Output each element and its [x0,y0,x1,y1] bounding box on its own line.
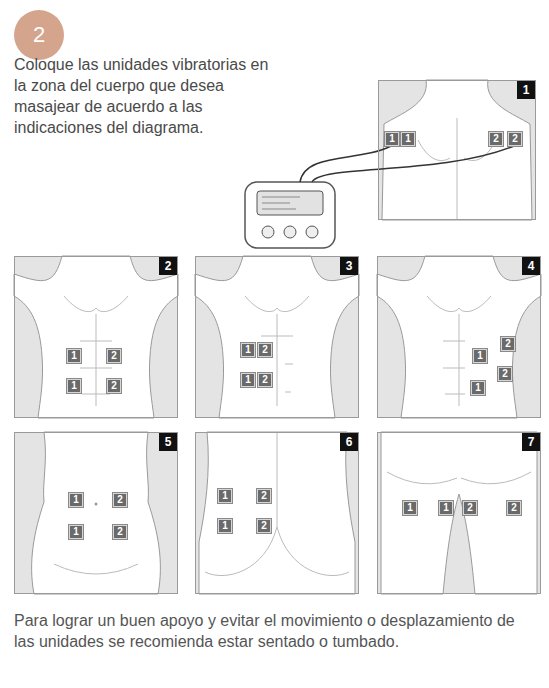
pad-number: 1 [71,350,77,361]
pad-number: 1 [389,133,395,144]
electrode-pad: 2 [258,373,272,387]
pad-number: 2 [505,338,511,349]
diagram-panel: 5 1 2 1 2 [14,432,178,594]
pad-number: 2 [262,374,268,385]
panel-number: 7 [522,433,540,451]
electrode-pad: 1 [473,349,487,363]
diagram-panel: 6 1 2 1 2 [195,432,359,594]
pad-number: 2 [467,502,473,513]
pad-number: 1 [73,494,79,505]
electrode-pad: 1 [218,519,232,533]
pad-number: 2 [262,344,268,355]
pad-number: 2 [502,368,508,379]
pad-number: 1 [245,374,251,385]
pad-number: 2 [117,494,123,505]
pad-number: 1 [222,490,228,501]
panel-number: 1 [517,81,535,99]
diagram-panel: 7 1 1 2 2 [377,432,541,594]
electrode-pad: 1 [385,132,399,146]
pad-number: 1 [71,380,77,391]
pad-number: 1 [405,133,411,144]
electrode-pad: 2 [507,501,521,515]
electrode-pad: 1 [403,501,417,515]
pad-number: 1 [73,526,79,537]
electrode-pad: 1 [241,343,255,357]
instruction-text: Coloque las unidades vibratorias en la z… [14,54,269,138]
electrode-pad: 2 [501,337,515,351]
electrode-pad: 1 [218,489,232,503]
pad-number: 2 [111,350,117,361]
panel-number: 4 [522,257,540,275]
pad-number: 2 [493,133,499,144]
step-number-text: 2 [14,10,64,60]
pad-number: 2 [117,526,123,537]
electrode-pad: 1 [67,349,81,363]
electrode-pad: 2 [258,343,272,357]
electrode-pad: 1 [69,525,83,539]
diagram-panel: 11122 [378,80,536,220]
panel-number: 5 [159,433,177,451]
pad-number: 1 [245,344,251,355]
panel-number: 2 [159,257,177,275]
note-text: Para lograr un buen apoyo y evitar el mo… [14,610,534,652]
electrode-pad: 2 [107,379,121,393]
electrode-pad: 1 [439,501,453,515]
pad-number: 2 [511,502,517,513]
electrode-pad: 1 [241,373,255,387]
electrode-pad: 1 [471,381,485,395]
diagram-panel: 2 1 2 1 2 [14,256,178,418]
pad-number: 2 [261,520,267,531]
electrode-pad: 2 [107,349,121,363]
electrode-pad: 2 [508,132,522,146]
electrode-pad: 1 [401,132,415,146]
electrode-pad: 2 [489,132,503,146]
electrode-pad: 2 [498,367,512,381]
step-number: 2 [14,10,64,60]
electrode-pad: 2 [113,493,127,507]
pad-number: 1 [475,382,481,393]
panel-number: 6 [340,433,358,451]
pad-number: 1 [443,502,449,513]
electrode-pad: 2 [463,501,477,515]
diagram-panel: 31212 [195,256,359,418]
electrode-pad: 2 [257,489,271,503]
electrode-pad: 1 [67,379,81,393]
panel-number: 3 [340,257,358,275]
pad-number: 1 [407,502,413,513]
pad-number: 1 [222,520,228,531]
electrode-pad: 2 [257,519,271,533]
diagram-panel: 4 2 1 2 1 [377,256,541,418]
pad-number: 2 [512,133,518,144]
electrode-pad: 1 [69,493,83,507]
pad-number: 2 [261,490,267,501]
pad-number: 2 [111,380,117,391]
electrode-pad: 2 [113,525,127,539]
pad-number: 1 [477,350,483,361]
